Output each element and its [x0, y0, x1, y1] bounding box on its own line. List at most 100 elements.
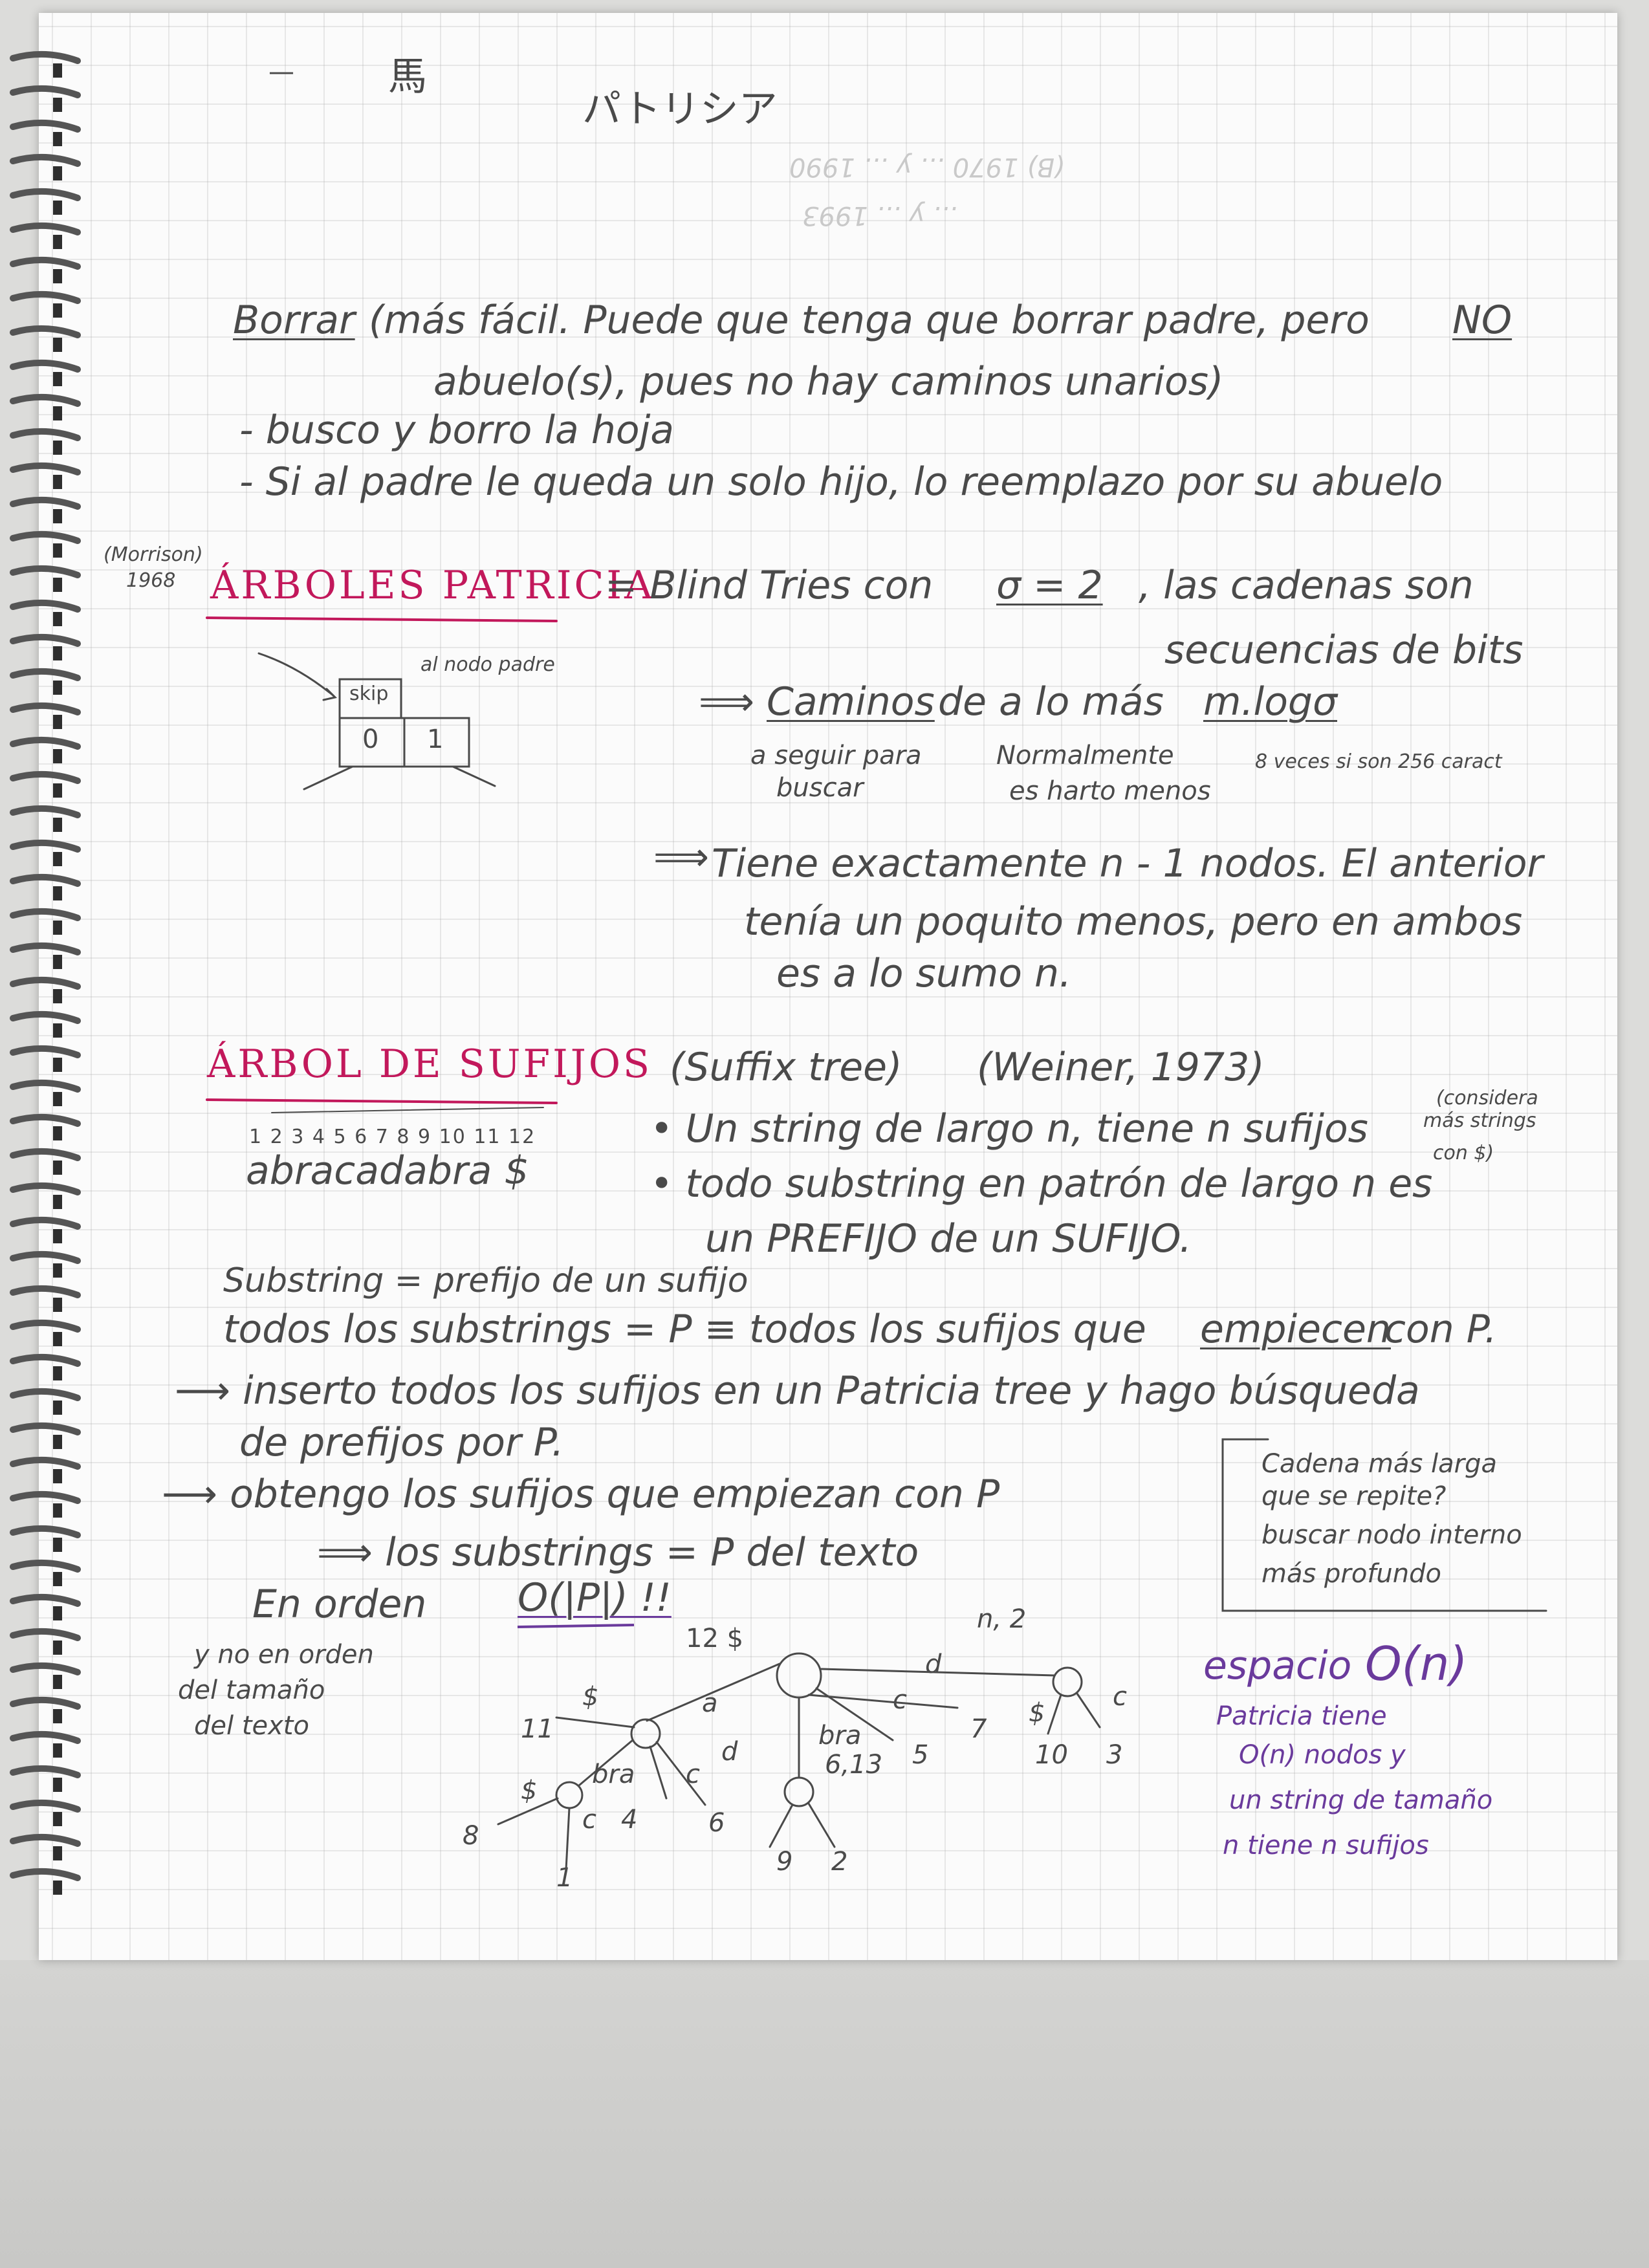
tree-label-root: 12 $ [686, 1624, 744, 1653]
patricia-title: ÁRBOLES PATRICIA [210, 563, 655, 608]
spiral-binding [10, 50, 81, 1895]
sufijos-bullet-2: • todo substring en patrón de largo n es [650, 1161, 1433, 1206]
tree-root-node [776, 1652, 822, 1699]
spiral-coil [10, 1388, 81, 1415]
spiral-coil [10, 428, 81, 455]
spiral-coil [10, 1730, 81, 1758]
patricia-definition-a: = Blind Tries con [605, 563, 934, 608]
spiral-coil [10, 633, 81, 660]
tree-label-n2: n, 2 [977, 1604, 1027, 1634]
inserto-line: ⟶ inserto todos los sufijos en un Patric… [175, 1368, 1420, 1413]
spiral-coil [10, 222, 81, 249]
spiral-coil [10, 1353, 81, 1380]
espacio-line-2: O(n) nodos y [1239, 1740, 1406, 1770]
spiral-coil [10, 50, 81, 78]
borrar-no: NO [1452, 298, 1512, 343]
spiral-coil [10, 85, 81, 112]
espacio-line-3: un string de tamaño [1229, 1785, 1493, 1815]
a-seguir-1: a seguir para [750, 741, 922, 770]
normalmente-2: es harto menos [1009, 776, 1211, 806]
parent-arrow [257, 652, 334, 697]
tree-label-7: 7 [970, 1714, 987, 1744]
tree-label-dollar-right: $ [1029, 1698, 1045, 1728]
patricia-sigma: σ = 2 [996, 563, 1103, 608]
sufijos-citation: (Weiner, 1973) [977, 1045, 1265, 1090]
borrar-bullet-2: - Si al padre le queda un solo hijo, lo … [239, 459, 1443, 505]
spiral-coil [10, 1833, 81, 1860]
spiral-coil [10, 153, 81, 180]
spiral-coil [10, 736, 81, 763]
string-indices: 1 2 3 4 5 6 7 8 9 10 11 12 [249, 1126, 536, 1148]
spiral-coil [10, 256, 81, 283]
string-abracadabra: abracadabra $ [246, 1148, 529, 1194]
prefijos-line: de prefijos por P. [239, 1420, 564, 1465]
header-kanji: 馬 [388, 54, 427, 100]
tree-label-10: 10 [1035, 1740, 1068, 1770]
spiral-coil [10, 873, 81, 900]
spiral-coil [10, 1490, 81, 1518]
diagram-one: 1 [427, 725, 444, 754]
spiral-coil [10, 393, 81, 420]
substrings-equal-line: todos los substrings = P ≡ todos los suf… [223, 1307, 1146, 1352]
tree-node-a [630, 1718, 661, 1749]
spiral-coil [10, 942, 81, 969]
vecos-note: 8 veces si son 256 caract [1255, 750, 1502, 773]
spiral-coil [10, 1319, 81, 1346]
caminos-word: Caminos [767, 679, 935, 725]
patricia-definition-c: secuencias de bits [1164, 627, 1523, 673]
sufijos-english: (Suffix tree) [670, 1045, 902, 1090]
en-orden: En orden [252, 1582, 427, 1627]
tree-label-6: 6 [708, 1808, 725, 1838]
a-seguir-2: buscar [776, 773, 864, 803]
spiral-coil [10, 1010, 81, 1038]
no-orden-3: del texto [194, 1711, 309, 1741]
spiral-coil [10, 1696, 81, 1723]
caminos-mlogo: m.logσ [1203, 679, 1338, 725]
espacio-line-1: Patricia tiene [1216, 1701, 1387, 1731]
substrings-del-texto: ⟹ los substrings = P del texto [317, 1530, 919, 1575]
big-o-p: O(|P|) !! [518, 1575, 672, 1620]
spiral-coil [10, 1079, 81, 1106]
spiral-coil [10, 188, 81, 215]
sufijos-bullet-1: • Un string de largo n, tiene n sufijos [650, 1106, 1368, 1151]
spiral-coil [10, 359, 81, 386]
spiral-coil [10, 1799, 81, 1826]
spiral-coil [10, 290, 81, 318]
borrar-line-1: (más fácil. Puede que tenga que borrar p… [369, 298, 1370, 343]
tiene-arrow: ⟹ [653, 834, 710, 880]
spiral-coil [10, 1868, 81, 1895]
tree-label-d-mid: d [721, 1737, 738, 1767]
box-line-1: Cadena más larga [1261, 1449, 1498, 1479]
skip-box [338, 678, 402, 719]
spiral-coil [10, 908, 81, 935]
espacio-label: espacio [1203, 1643, 1352, 1688]
spiral-coil [10, 1113, 81, 1140]
no-orden-1: y no en orden [194, 1640, 374, 1670]
patricia-title-underline [206, 616, 558, 622]
spiral-coil [10, 1765, 81, 1792]
box-line-3: buscar nodo interno [1261, 1520, 1522, 1550]
spiral-coil [10, 530, 81, 558]
spiral-coil [10, 462, 81, 489]
box-line-4: más profundo [1261, 1559, 1441, 1589]
espacio-big-o: O(n) [1365, 1637, 1468, 1691]
background-bottom [0, 1960, 1649, 2268]
empiecen-word: empiecen [1200, 1307, 1391, 1352]
tree-label-c: c [893, 1685, 907, 1715]
obtengo-line: ⟶ obtengo los sufijos que empiezan con P [162, 1472, 1000, 1517]
spiral-coil [10, 1628, 81, 1655]
spiral-coil [10, 1148, 81, 1175]
spiral-coil [10, 770, 81, 798]
tiene-line-3: es a lo sumo n. [776, 951, 1072, 996]
spiral-coil [10, 1182, 81, 1209]
tiene-line-2: tenía un poquito menos, pero en ambos [744, 899, 1523, 944]
normalmente-1: Normalmente [996, 741, 1174, 770]
spiral-coil [10, 1250, 81, 1278]
tree-label-4: 4 [621, 1805, 638, 1835]
spiral-coil [10, 702, 81, 729]
borrar-line-2: abuelo(s), pues no hay caminos unarios) [433, 359, 1224, 404]
tree-label-d: d [925, 1650, 942, 1679]
con-p: con P. [1384, 1307, 1497, 1352]
spiral-coil [10, 325, 81, 352]
